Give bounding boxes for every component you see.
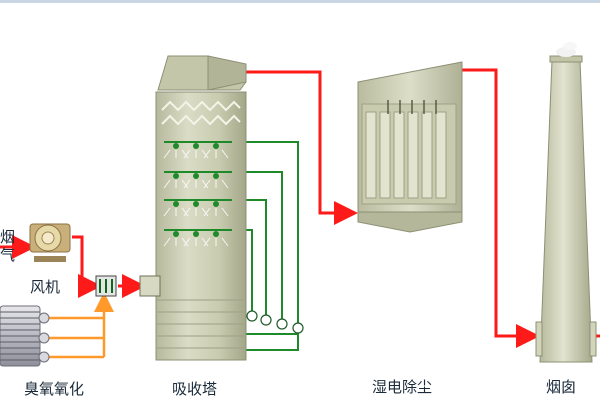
inlet-label-line1: 烟 [0, 228, 16, 246]
fan-to-mixer-line [72, 235, 102, 298]
top-border [0, 0, 600, 3]
demister [161, 100, 241, 126]
fan-icon [29, 223, 71, 262]
wesp-label: 湿电除尘 [372, 378, 433, 396]
liquid-return-line [246, 333, 299, 351]
wet-esp [357, 61, 463, 233]
wesp-to-chimney-line [462, 68, 540, 348]
chimney [535, 42, 597, 363]
fan-label: 风机 [30, 278, 61, 296]
flue-gas-inlet-label: 烟 气 [0, 228, 15, 264]
pump-icon [246, 310, 304, 334]
absorber-label: 吸收塔 [172, 380, 218, 398]
spray-nozzle-icon [163, 141, 232, 247]
static-mixer-icon [95, 275, 117, 297]
chimney-label: 烟囱 [546, 378, 577, 396]
flue-gas-lines [0, 68, 600, 348]
ozone-generator-icon [0, 305, 50, 367]
absorber-tower [139, 55, 247, 361]
ozone-lines [48, 292, 114, 359]
ozone-oxidation-label: 臭氧氧化 [24, 380, 85, 398]
inlet-label-line2: 气 [0, 246, 16, 264]
absorber-to-wesp-line [246, 70, 358, 225]
